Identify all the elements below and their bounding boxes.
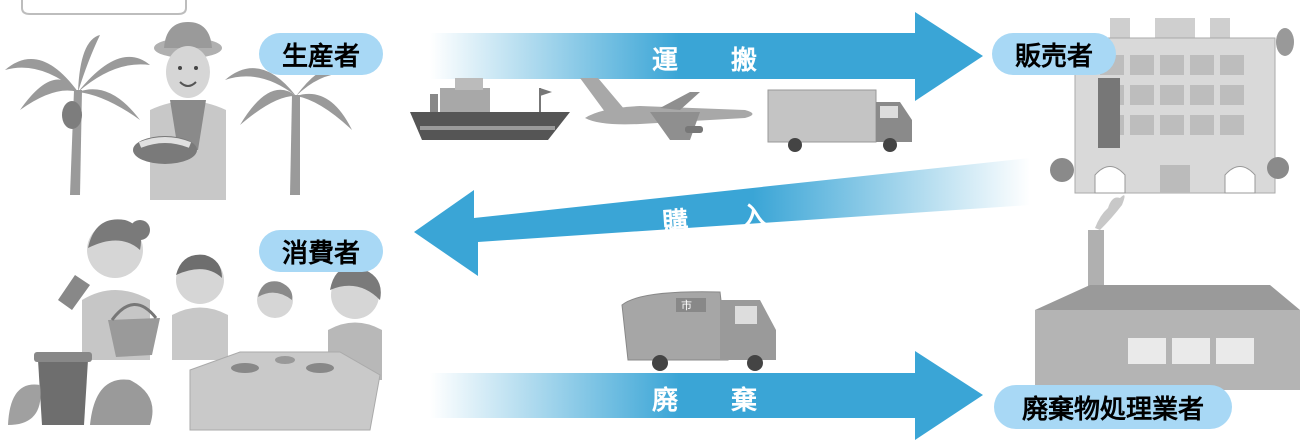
transport-arrow-label: 運 搬 bbox=[652, 46, 780, 76]
farmer-illustration bbox=[133, 22, 226, 200]
trash-bags-illustration bbox=[8, 352, 153, 425]
palm-tree-left bbox=[5, 35, 150, 195]
seller-label: 販売者 bbox=[992, 33, 1116, 75]
shopper-woman-illustration bbox=[58, 219, 160, 360]
consumer-label: 消費者 bbox=[259, 230, 383, 272]
palm-tree-right bbox=[225, 66, 355, 195]
ship-illustration bbox=[410, 78, 570, 140]
family-dinner-illustration bbox=[172, 254, 382, 431]
purchase-arrow bbox=[414, 158, 1030, 276]
garbage-truck-sign: 市 bbox=[681, 298, 692, 312]
disposal-arrow bbox=[430, 351, 983, 440]
disposal-arrow-label: 廃 棄 bbox=[652, 386, 780, 416]
factory-illustration bbox=[1035, 195, 1300, 390]
airplane-illustration bbox=[580, 78, 753, 140]
waste-handler-label: 廃棄物処理業者 bbox=[994, 385, 1232, 429]
truck-illustration bbox=[767, 89, 912, 152]
garbage-truck-illustration bbox=[621, 291, 776, 371]
tab-edge bbox=[21, 0, 187, 15]
transport-arrow bbox=[430, 12, 983, 101]
producer-label: 生産者 bbox=[259, 33, 383, 75]
